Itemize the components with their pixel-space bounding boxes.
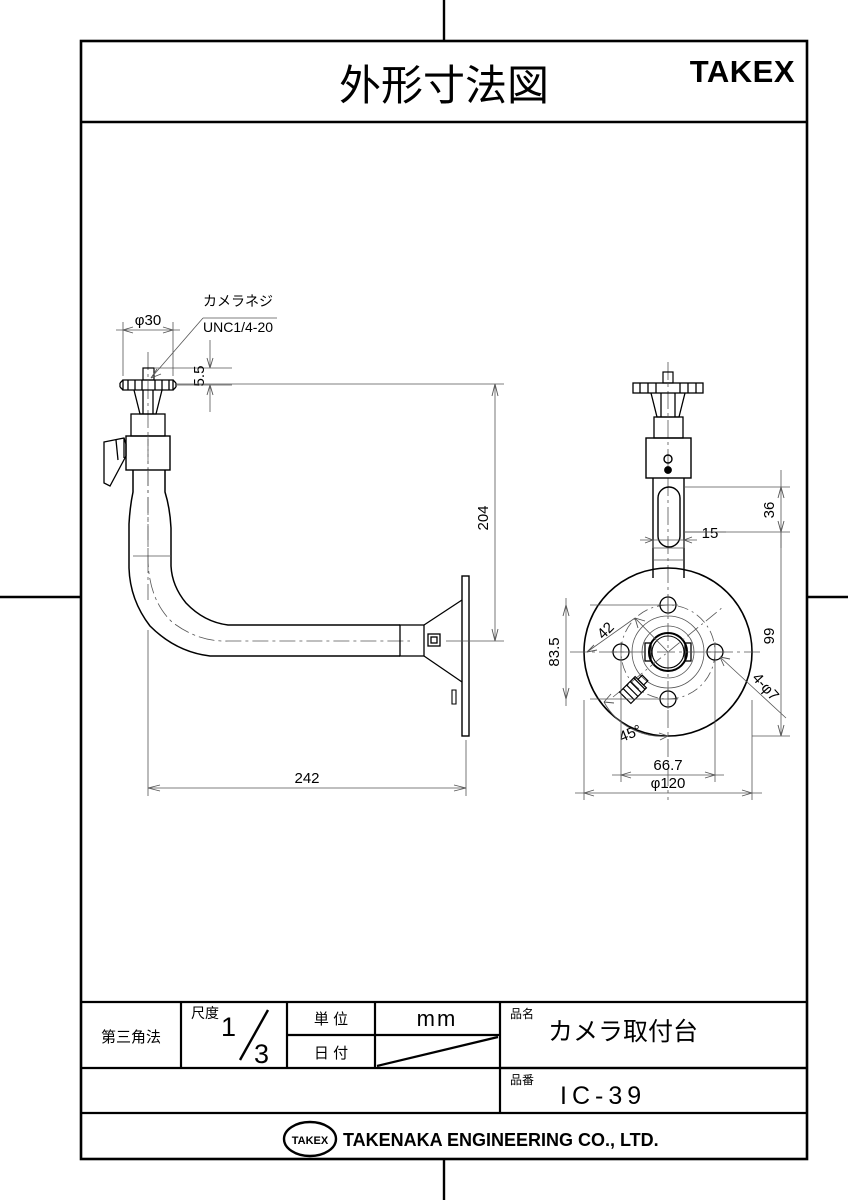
dim-5p5-text: 5.5 bbox=[191, 366, 208, 387]
dim-83p5: 83.5 bbox=[546, 598, 660, 706]
wall-plate bbox=[461, 575, 470, 737]
page-title: 外形寸法図 bbox=[339, 62, 549, 109]
scale-slash bbox=[238, 1009, 270, 1061]
note-camera-screw: カメラネジ UNC1/4-20 bbox=[150, 293, 277, 379]
camera-platform bbox=[119, 379, 177, 391]
dim-99: 99 bbox=[752, 532, 790, 737]
part-no-value: IC-39 bbox=[560, 1082, 646, 1110]
note-camera-screw-line2: UNC1/4-20 bbox=[203, 319, 273, 335]
dim-dia-30-text: φ30 bbox=[135, 312, 161, 329]
unit-label: 単 位 bbox=[314, 1011, 348, 1028]
footer-company: TAKENAKA ENGINEERING CO., LTD. bbox=[343, 1130, 659, 1150]
scale-label: 尺度 bbox=[191, 1005, 219, 1021]
dim-dia-120-text: φ120 bbox=[651, 775, 686, 792]
dim-204: 204 bbox=[176, 383, 504, 642]
dim-66p7-text: 66.7 bbox=[653, 757, 682, 774]
locking-lever bbox=[103, 437, 127, 487]
dim-242: 242 bbox=[147, 630, 467, 796]
sheet-frame bbox=[79, 39, 809, 1161]
arm-flange-cone bbox=[399, 599, 463, 683]
date-label: 日 付 bbox=[314, 1045, 348, 1062]
dim-dia-120: φ120 bbox=[575, 700, 762, 800]
part-name-label: 品名 bbox=[510, 1006, 534, 1021]
side-plan-view: 15 36 99 bbox=[546, 362, 790, 800]
projection-label: 第三角法 bbox=[101, 1028, 161, 1046]
curved-arm bbox=[128, 470, 400, 657]
dim-204-text: 204 bbox=[475, 505, 492, 530]
part-name-value: カメラ取付台 bbox=[548, 1018, 698, 1046]
side-camera-platform bbox=[632, 382, 704, 394]
unit-value: mm bbox=[417, 1006, 458, 1031]
footer-logo-text: TAKEX bbox=[292, 1135, 329, 1147]
dim-83p5-text: 83.5 bbox=[546, 637, 563, 666]
dim-dia-30: φ30 bbox=[116, 312, 180, 376]
takex-logo: TAKEX bbox=[690, 54, 795, 89]
vertical-post bbox=[652, 478, 685, 578]
dim-242-text: 242 bbox=[294, 770, 319, 787]
title-block: 第三角法 尺度 1 3 単 位 mm 日 付 品名 カメラ取付台 品番 IC-3… bbox=[81, 1000, 807, 1158]
date-empty-strike bbox=[376, 1035, 499, 1068]
dim-36-text: 36 bbox=[761, 502, 778, 519]
side-swivel-body bbox=[645, 437, 692, 479]
wall-plate-clip bbox=[451, 689, 457, 705]
dim-36: 36 bbox=[684, 470, 790, 548]
knurled-knob bbox=[618, 674, 649, 705]
dim-66p7: 66.7 bbox=[612, 660, 724, 782]
footer-logo: TAKEX bbox=[282, 1120, 338, 1158]
dim-99-text: 99 bbox=[761, 628, 778, 645]
scale-numerator: 1 bbox=[221, 1012, 236, 1042]
front-view: φ30 5.5 カメラネジ UNC1/4-20 bbox=[103, 293, 504, 796]
arm-centerline bbox=[147, 470, 410, 642]
dim-15-text: 15 bbox=[702, 525, 719, 542]
dim-5p5: 5.5 bbox=[154, 340, 232, 412]
scale-denominator: 3 bbox=[254, 1039, 269, 1069]
part-no-label: 品番 bbox=[510, 1073, 534, 1087]
note-camera-screw-line1: カメラネジ bbox=[203, 293, 273, 309]
